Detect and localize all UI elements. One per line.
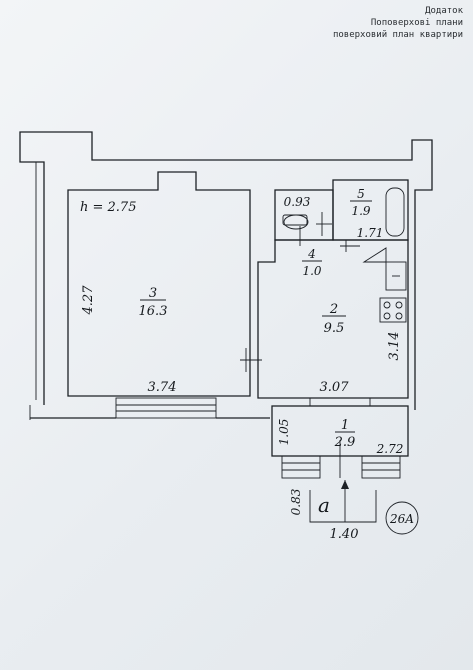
room-3-outline: [67, 171, 251, 397]
toilet-bowl: [283, 214, 309, 230]
stove-burner: [383, 312, 391, 320]
entrance-arrow-head: [341, 480, 349, 489]
room-5-bath-outline: [332, 179, 409, 241]
steps-left: [281, 455, 321, 479]
dim-wc-width: 0.93: [284, 195, 311, 209]
dim-room-2-width: 3.07: [320, 380, 350, 395]
header-line-apartment-plan: поверховий план квартири: [332, 30, 463, 40]
dim-hall-width: 2.72: [376, 442, 404, 456]
room-5-number: 5: [357, 187, 365, 201]
sheet-mark-circle: [385, 501, 419, 535]
stove: [379, 297, 407, 323]
room-4-number: 4: [307, 247, 316, 261]
stove-hood: [362, 247, 387, 263]
stove-burner: [383, 301, 391, 309]
room-3-area: 16.3: [139, 304, 168, 319]
entrance-letter: a: [318, 493, 330, 517]
stove-burner: [395, 301, 403, 309]
bathtub: [385, 187, 405, 237]
dim-porch-height: 0.83: [289, 488, 303, 515]
dim-hall-height: 1.05: [277, 419, 291, 446]
dim-bath-width: 1.71: [357, 226, 384, 240]
sink: [385, 261, 407, 291]
stove-burner: [395, 312, 403, 320]
dim-room-3-width: 3.74: [148, 380, 177, 395]
steps-right: [361, 455, 401, 479]
header-line-appendix: Додаток: [425, 6, 463, 16]
outer-boundary: [19, 131, 433, 410]
porch-outline: [309, 490, 377, 523]
room-2-area: 9.5: [324, 321, 345, 336]
room-4-area: 1.0: [302, 264, 321, 278]
window-room-3: [115, 397, 217, 419]
room-1-number: 1: [341, 418, 349, 433]
room-1-area: 2.9: [334, 435, 356, 450]
header-line-floor-plans: Поповерхові плани: [370, 18, 463, 28]
room-5-area: 1.9: [351, 204, 370, 218]
dim-porch-width: 1.40: [330, 527, 359, 542]
ceiling-height-label: h = 2.75: [80, 200, 136, 215]
room-3-number: 3: [149, 286, 157, 301]
sheet-mark: 26A: [389, 512, 414, 526]
dim-room-3-height: 4.27: [81, 285, 96, 316]
doorway-kitchen: [309, 397, 371, 407]
dim-room-2-height: 3.14: [387, 332, 402, 361]
room-2-number: 2: [329, 302, 338, 317]
